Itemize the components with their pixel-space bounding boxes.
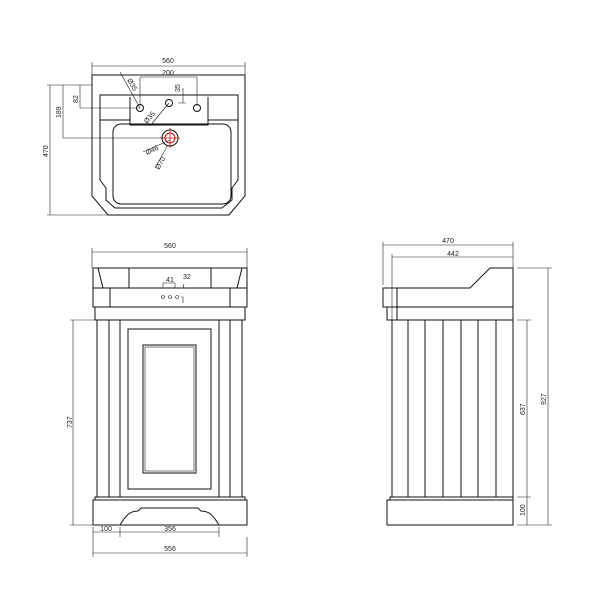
dim-hole-size: 32 — [183, 274, 191, 281]
side-view: 470 442 927 637 100 — [382, 238, 552, 526]
dim-cabinet-depth: 442 — [447, 251, 459, 258]
dim-tap-depth: 82 — [73, 95, 80, 103]
dim-width: 560 — [162, 58, 174, 65]
dim-cabinet-height: 637 — [520, 403, 527, 415]
dim-hole-spacing: 41 — [166, 277, 174, 284]
dim-plinth-cutout: 356 — [164, 526, 176, 533]
dim-waste-inner: Ø46 — [145, 145, 160, 157]
dim-waste-depth: 189 — [56, 106, 63, 118]
door — [127, 328, 212, 490]
dim-tap-spacing: 200 — [162, 70, 174, 77]
bowl — [112, 123, 232, 205]
dim-total-height: 927 — [541, 393, 548, 405]
top-view: 560 200 Ø35 Ø35 35 82 189 470 Ø46 Ø70 — [43, 58, 246, 216]
tap-deck — [100, 97, 238, 126]
dim-depth: 470 — [43, 145, 50, 157]
tap-hole-center — [165, 99, 173, 107]
dim-height: 737 — [67, 416, 74, 428]
basin-outline — [91, 74, 246, 216]
dim-base-width: 556 — [164, 546, 176, 553]
dim-plinth-height: 100 — [520, 504, 527, 516]
dim-side-depth: 470 — [442, 238, 454, 245]
dim-center-hole: Ø35 — [143, 111, 157, 126]
front-view: 41 32 560 737 100 356 556 — [67, 243, 248, 557]
basin-rim — [99, 94, 239, 209]
dim-center-offset: 35 — [175, 84, 182, 92]
dim-front-width: 560 — [164, 243, 176, 250]
dim-waste-outer: Ø70 — [155, 156, 168, 171]
dim-plinth-side: 100 — [100, 526, 112, 533]
